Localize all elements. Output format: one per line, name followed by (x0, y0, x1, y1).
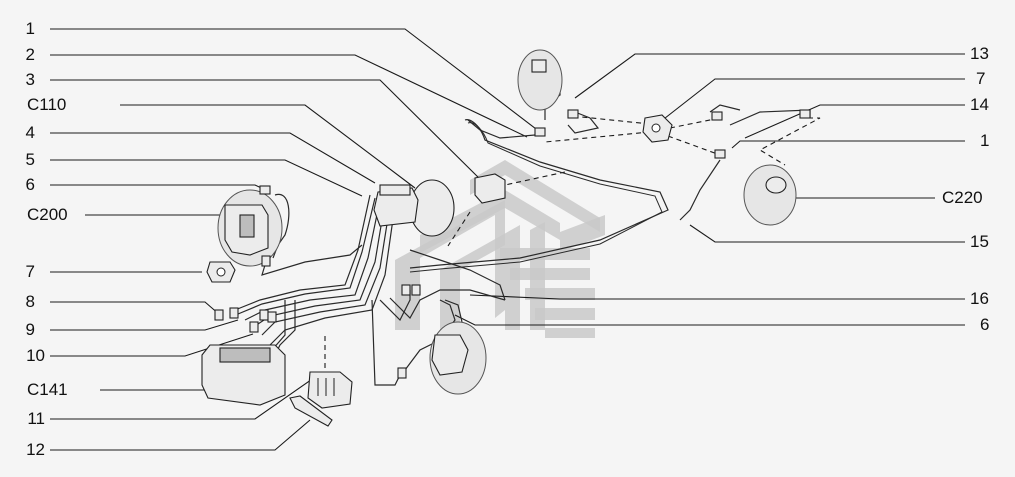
sensor-12 (289, 395, 333, 427)
label-7-right: 7 (976, 69, 986, 88)
fitting-1 (534, 127, 546, 137)
dashed-pointers (324, 116, 821, 368)
label-11: 11 (27, 409, 45, 428)
label-c110: C110 (27, 95, 67, 114)
master-cylinder (373, 187, 419, 227)
label-15: 15 (970, 232, 989, 251)
label-c200: C200 (27, 205, 68, 224)
label-5: 5 (25, 150, 35, 169)
reservoir-bracket (474, 173, 506, 204)
label-16: 16 (970, 289, 989, 308)
label-13: 13 (970, 44, 989, 63)
label-9: 9 (25, 320, 35, 339)
label-2: 2 (25, 45, 35, 64)
label-6-left: 6 (25, 175, 35, 194)
label-8: 8 (25, 292, 35, 311)
label-3: 3 (25, 70, 35, 89)
label-4: 4 (25, 123, 35, 142)
relay-block (307, 371, 353, 409)
label-1-right: 1 (980, 131, 990, 150)
label-12: 12 (26, 440, 45, 459)
label-7-left: 7 (25, 262, 35, 281)
label-14: 14 (970, 95, 989, 114)
components (201, 49, 811, 427)
label-6-right: 6 (980, 315, 990, 334)
label-c220: C220 (942, 188, 983, 207)
front-right-caliper (431, 334, 469, 376)
rear-left-drum (517, 49, 563, 111)
watermark-logo (395, 160, 605, 338)
brake-pipes (234, 64, 811, 386)
label-10: 10 (26, 346, 45, 365)
rear-right-drum (743, 164, 797, 226)
label-c141: C141 (27, 380, 68, 399)
label-1-left: 1 (25, 19, 35, 38)
